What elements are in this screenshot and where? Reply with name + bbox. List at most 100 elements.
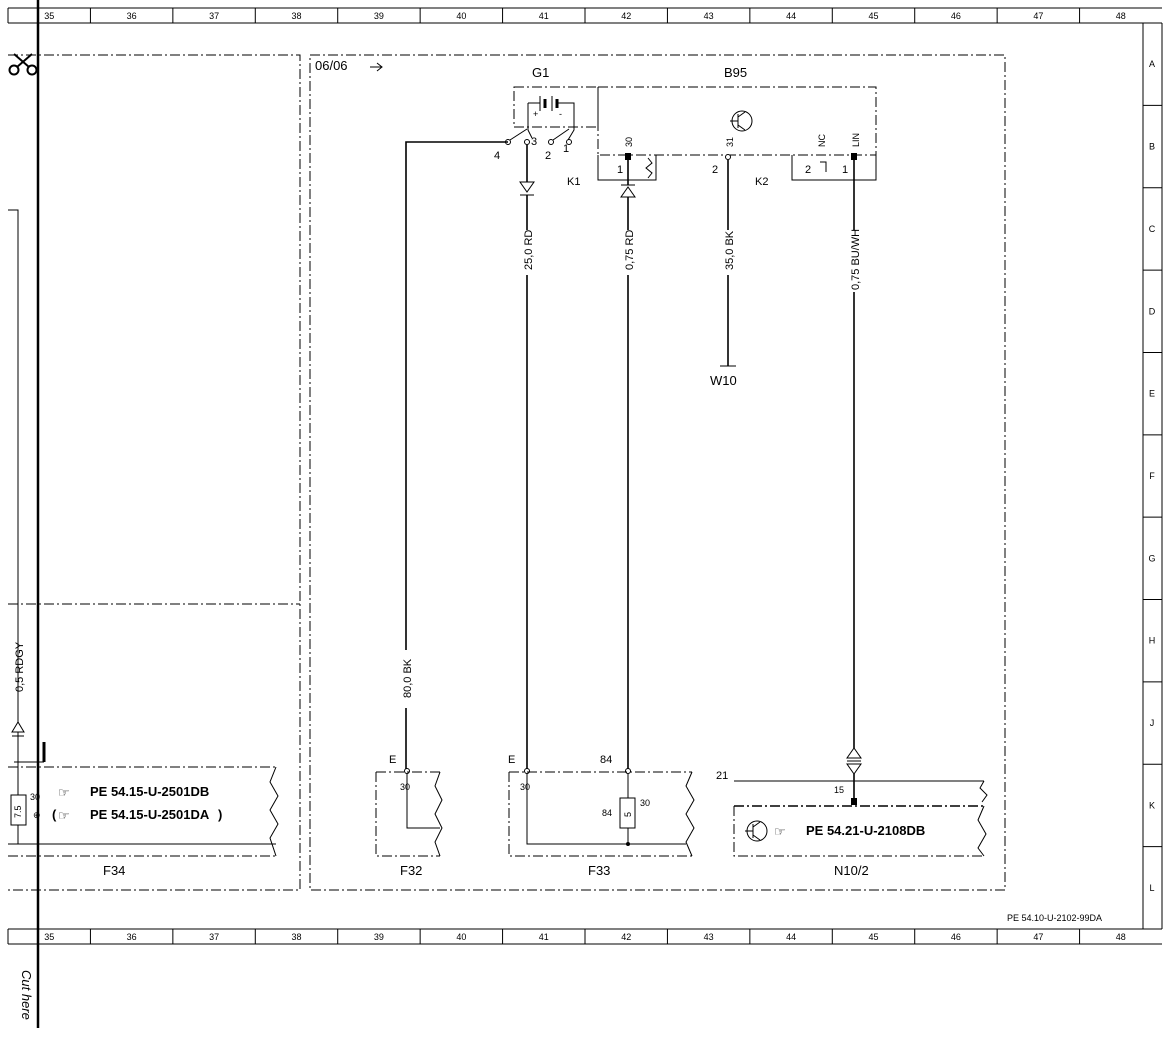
plug-arrow-icon [620, 184, 636, 198]
row-label: C [1149, 224, 1156, 234]
g1-plus: + [533, 109, 538, 119]
column-label: 39 [374, 11, 384, 21]
column-label: 41 [539, 932, 549, 942]
row-label: D [1149, 306, 1156, 316]
scissors-icon [8, 53, 38, 76]
column-label: 44 [786, 932, 796, 942]
n10-pin-15: 15 [834, 785, 844, 795]
row-label: K [1149, 800, 1155, 810]
f33-inner-84: 84 [602, 808, 612, 818]
g1-label: G1 [532, 65, 549, 80]
wire-label-25rd: 25,0 RD [523, 230, 535, 270]
g1-minus: - [559, 109, 562, 119]
row-label: B [1149, 142, 1155, 152]
f33-block: E 84 E 30 5 84 30 F33 [508, 754, 695, 878]
column-label: 38 [291, 932, 301, 942]
column-label: 35 [44, 11, 54, 21]
f33-inner-30-fuse: 30 [640, 798, 650, 808]
b95-label: B95 [724, 65, 747, 80]
k2-pin-1: 1 [842, 164, 848, 176]
b95-pin-lin: LIN [851, 133, 861, 147]
f32-e: E [389, 754, 396, 766]
row-label: L [1149, 883, 1154, 893]
column-label: 36 [127, 11, 137, 21]
n10-2-label: N10/2 [834, 863, 869, 878]
wire-label-80bk: 80,0 BK [402, 658, 414, 698]
g1-pin-2: 2 [545, 150, 551, 162]
column-label: 45 [868, 932, 878, 942]
f33-fuse-rating: 5 [623, 812, 633, 817]
column-label: 48 [1116, 11, 1126, 21]
n10-ref-text: PE 54.21-U-2108DB [806, 823, 925, 838]
f34-label: F34 [103, 863, 125, 878]
arrow-up-icon [11, 721, 25, 737]
row-label: A [1149, 59, 1155, 69]
k1-label: K1 [567, 176, 580, 188]
transistor-icon [730, 110, 753, 132]
column-label: 36 [127, 932, 137, 942]
column-label: 40 [456, 932, 466, 942]
f32-pin-30: 30 [400, 782, 410, 792]
f32-label: F32 [400, 863, 422, 878]
row-label: H [1149, 636, 1156, 646]
column-label: 39 [374, 932, 384, 942]
svg-text:): ) [218, 807, 222, 822]
column-label: 42 [621, 932, 631, 942]
f33-e: E [508, 754, 515, 766]
arrow-right-icon [370, 62, 383, 72]
f34-ref-1-text: PE 54.15-U-2501DB [90, 784, 209, 799]
column-label: 43 [704, 932, 714, 942]
grid-frame [7, 7, 1163, 945]
wire-label-075buwh: 0,75 BU/WH [850, 229, 862, 290]
row-label: J [1150, 718, 1155, 728]
column-label: 44 [786, 11, 796, 21]
g1-pin-1: 1 [563, 143, 569, 155]
left-region: 0,5 RDGY 7.5 30 ⊕ ☞ PE 54.15-U-2501DB ( … [8, 54, 301, 891]
f34-ref-2: ( ☞ PE 54.15-U-2501DA ) [52, 807, 222, 823]
cut-here-label: Cut here [19, 970, 34, 1020]
f34-ref-2-text: PE 54.15-U-2501DA [90, 807, 210, 822]
transistor-icon [745, 820, 768, 842]
k2-pin-2: 2 [805, 164, 811, 176]
sheet-reference: 06/06 [315, 58, 348, 73]
row-ticks [1143, 104, 1162, 848]
g1-pin-4: 4 [494, 150, 500, 162]
column-label: 43 [704, 11, 714, 21]
f33-label: F33 [588, 863, 610, 878]
b95-31-pin-2: 2 [712, 164, 718, 176]
hand-pointer-icon: ☞ [58, 808, 70, 823]
w10-label: W10 [710, 373, 737, 388]
k1-pin-1: 1 [617, 164, 623, 176]
column-label: 35 [44, 932, 54, 942]
f33-inner-30: 30 [520, 782, 530, 792]
b95-pin-31: 31 [725, 137, 735, 147]
column-label: 42 [621, 11, 631, 21]
hand-pointer-icon: ☞ [58, 785, 70, 800]
n10-2-block: 21 15 ☞ PE 54.21-U-2108DB N10/2 [716, 770, 988, 878]
wire-label-075rd: 0,75 RD [624, 230, 636, 270]
column-label: 45 [868, 11, 878, 21]
column-label: 38 [291, 11, 301, 21]
hand-pointer-icon: ☞ [774, 824, 786, 839]
row-label: G [1148, 553, 1155, 563]
column-label: 41 [539, 11, 549, 21]
column-label: 47 [1033, 11, 1043, 21]
ground-arrow-icon [519, 181, 535, 196]
wire-label-35bk: 35,0 BK [724, 230, 736, 270]
f34-pin-30: 30 [30, 792, 40, 802]
column-label: 46 [951, 11, 961, 21]
column-label: 46 [951, 932, 961, 942]
row-label: E [1149, 389, 1155, 399]
f34-fuse-rating: 7.5 [13, 805, 23, 818]
wire-label-05rdgy: 0,5 RDGY [14, 641, 26, 692]
f33-84: 84 [600, 754, 612, 766]
column-ticks [89, 8, 1081, 944]
document-id: PE 54.10-U-2102-99DA [1007, 913, 1102, 923]
connector-plug-icon [846, 747, 862, 775]
column-label: 40 [456, 11, 466, 21]
b95-pin-nc: NC [817, 134, 827, 147]
